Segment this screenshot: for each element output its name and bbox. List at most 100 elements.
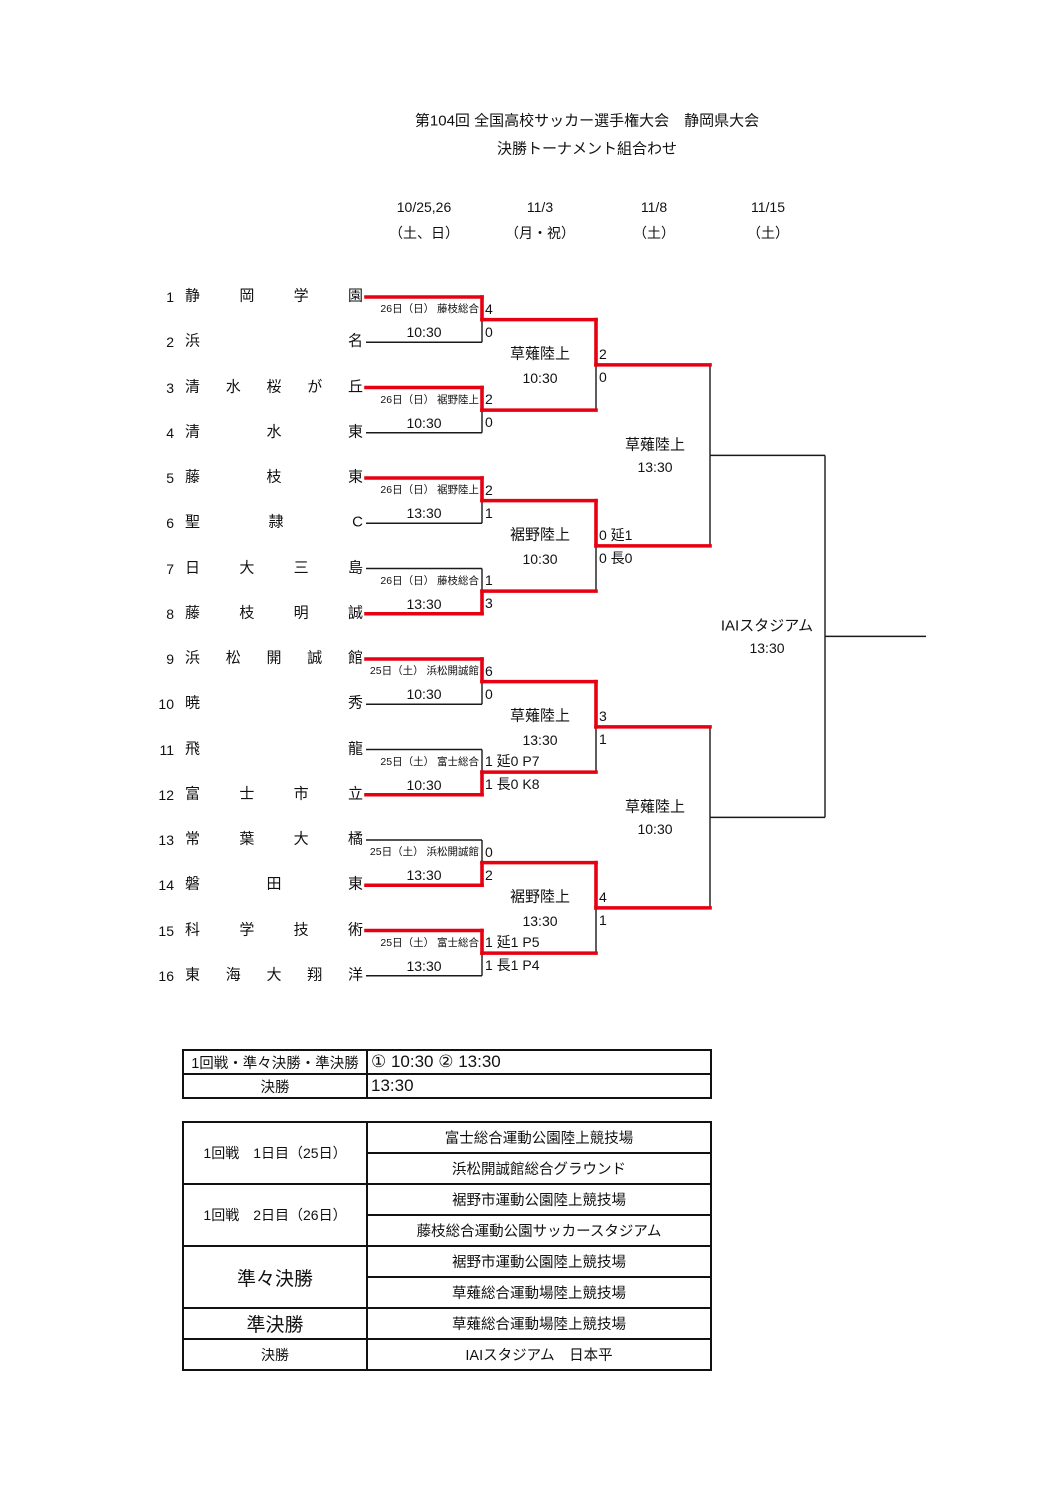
team-seed-number: 13: [158, 832, 174, 848]
match-time: 13:30: [406, 505, 442, 522]
team-name: 磐田東: [185, 877, 363, 892]
team-name-char: 隷: [268, 513, 284, 531]
team-name-char: 磐: [185, 875, 201, 893]
match-venue: 草薙陸上: [624, 436, 686, 454]
score-top: 2: [485, 481, 493, 498]
venue-name: 浜松開誠館総合グラウンド: [366, 1152, 712, 1185]
team-name: 静岡学園: [185, 289, 363, 304]
venue-row: 準決勝 草薙総合運動場陸上競技場: [182, 1307, 712, 1340]
team-name: 飛龍: [185, 741, 363, 756]
team-name-char: 名: [347, 332, 363, 350]
score-top: 0 延1: [599, 526, 633, 543]
team-name-char: C: [352, 513, 363, 531]
team-name-char: 枝: [266, 468, 282, 486]
score-bottom: 0: [599, 368, 607, 385]
team-name-char: 聖: [185, 513, 201, 531]
team-name-char: 開: [266, 649, 282, 667]
venue-round-label: 1回戦 1日目（25日）: [182, 1121, 368, 1185]
team-name-char: 暁: [185, 694, 201, 712]
team-name-char: 東: [347, 875, 363, 893]
team-name-char: 大: [293, 830, 309, 848]
match-time: 13:30: [406, 957, 442, 974]
score-bottom: 0: [485, 685, 493, 702]
team-name-char: 三: [293, 559, 309, 576]
document-subtitle: 決勝トーナメント組合わせ: [496, 140, 678, 158]
team-name-char: 学: [293, 287, 309, 305]
score-top: 2: [599, 345, 607, 362]
team-name: 浜名: [185, 334, 363, 349]
score-top: 1 延1 P5: [485, 934, 540, 951]
venue-row: 1回戦 2日目（26日） 裾野市運動公園陸上競技場: [182, 1183, 712, 1247]
round-day: （月・祝）: [505, 225, 575, 241]
team-seed-number: 7: [166, 560, 174, 577]
match-venue: 裾野陸上: [509, 526, 571, 544]
score-top: 4: [485, 300, 493, 317]
team-name: 浜松開誠館: [185, 651, 363, 666]
team-name-char: 浜: [185, 332, 201, 350]
team-seed-number: 12: [158, 786, 174, 803]
team-name: 常葉大橘: [185, 832, 363, 847]
team-seed-number: 3: [166, 379, 174, 396]
team-seed-number: 16: [158, 967, 174, 984]
venue-name: IAIスタジアム 日本平: [366, 1338, 712, 1371]
team-name-char: 東: [347, 423, 363, 441]
round-date: 11/8: [640, 199, 668, 215]
match-time: 13:30: [406, 595, 442, 612]
team-name: 東海大翔洋: [185, 967, 363, 982]
score-bottom: 2: [485, 866, 493, 883]
match-time: 13:30: [637, 459, 673, 476]
team-seed-number: 6: [166, 515, 174, 532]
team-name-char: 海: [225, 966, 241, 984]
team-name-char: 清: [185, 378, 201, 395]
venue-row: 藤枝総合運動公園サッカースタジアム: [183, 1214, 712, 1247]
venue-name: 草薙総合運動場陸上競技場: [366, 1307, 712, 1340]
team-name-char: 館: [347, 649, 363, 667]
team-seed-number: 14: [158, 877, 174, 894]
match-venue: 草薙陸上: [509, 345, 571, 363]
team-name-char: 常: [185, 830, 201, 848]
schedule-round-label: 決勝: [182, 1073, 368, 1099]
venue-name: 裾野市運動公園陸上競技場: [366, 1183, 712, 1216]
score-top: 0: [485, 843, 493, 860]
schedule-row: 決勝 13:30: [182, 1073, 712, 1099]
venue-table: 1回戦 1日目（25日） 富士総合運動公園陸上競技場 浜松開誠館総合グラウンド …: [182, 1121, 712, 1371]
match-date-venue: 25日（土） 浜松開誠館: [369, 664, 479, 677]
team-name-char: 科: [185, 921, 201, 938]
team-name-char: 誠: [347, 604, 363, 622]
venue-round-label: 準決勝: [182, 1307, 368, 1340]
match-date-venue: 26日（日） 裾野陸上: [380, 483, 479, 496]
team-name-char: 藤: [185, 604, 201, 622]
team-name-char: 翔: [307, 966, 323, 984]
venue-row: 草薙総合運動場陸上競技場: [183, 1276, 712, 1309]
match-time: 13:30: [522, 731, 558, 748]
team-name-char: 市: [293, 785, 309, 803]
match-time: 10:30: [406, 776, 442, 793]
venue-row: 浜松開誠館総合グラウンド: [183, 1152, 712, 1185]
venue-name: 草薙総合運動場陸上競技場: [366, 1276, 712, 1309]
team-name-char: 立: [347, 785, 363, 803]
venue-name: 藤枝総合運動公園サッカースタジアム: [366, 1214, 712, 1247]
team-name-char: 日: [185, 559, 201, 576]
team-name-char: 岡: [239, 287, 255, 305]
team-name-char: 葉: [239, 830, 255, 848]
match-venue: 裾野陸上: [509, 888, 571, 906]
team-name-char: 大: [266, 966, 282, 984]
team-name-char: 島: [347, 559, 363, 576]
team-seed-number: 5: [166, 470, 174, 486]
bracket-lines-winner: [364, 295, 712, 955]
team-seed-number: 9: [166, 651, 174, 667]
team-name-char: 静: [185, 287, 201, 305]
score-top: 1: [485, 572, 493, 589]
team-name-char: 東: [185, 966, 201, 984]
team-seed-number: 2: [166, 334, 174, 351]
score-bottom: 0: [485, 414, 493, 431]
score-top: 3: [599, 707, 607, 724]
venue-row: 決勝 IAIスタジアム 日本平: [182, 1338, 712, 1371]
schedule-kickoff-times: 13:30: [366, 1073, 712, 1099]
schedule-row: 1回戦・準々決勝・準決勝 ① 10:30 ② 13:30: [182, 1049, 712, 1075]
team-name-char: 明: [293, 604, 309, 622]
match-date-venue: 25日（土） 富士総合: [380, 936, 479, 949]
team-name-char: 清: [185, 423, 201, 441]
